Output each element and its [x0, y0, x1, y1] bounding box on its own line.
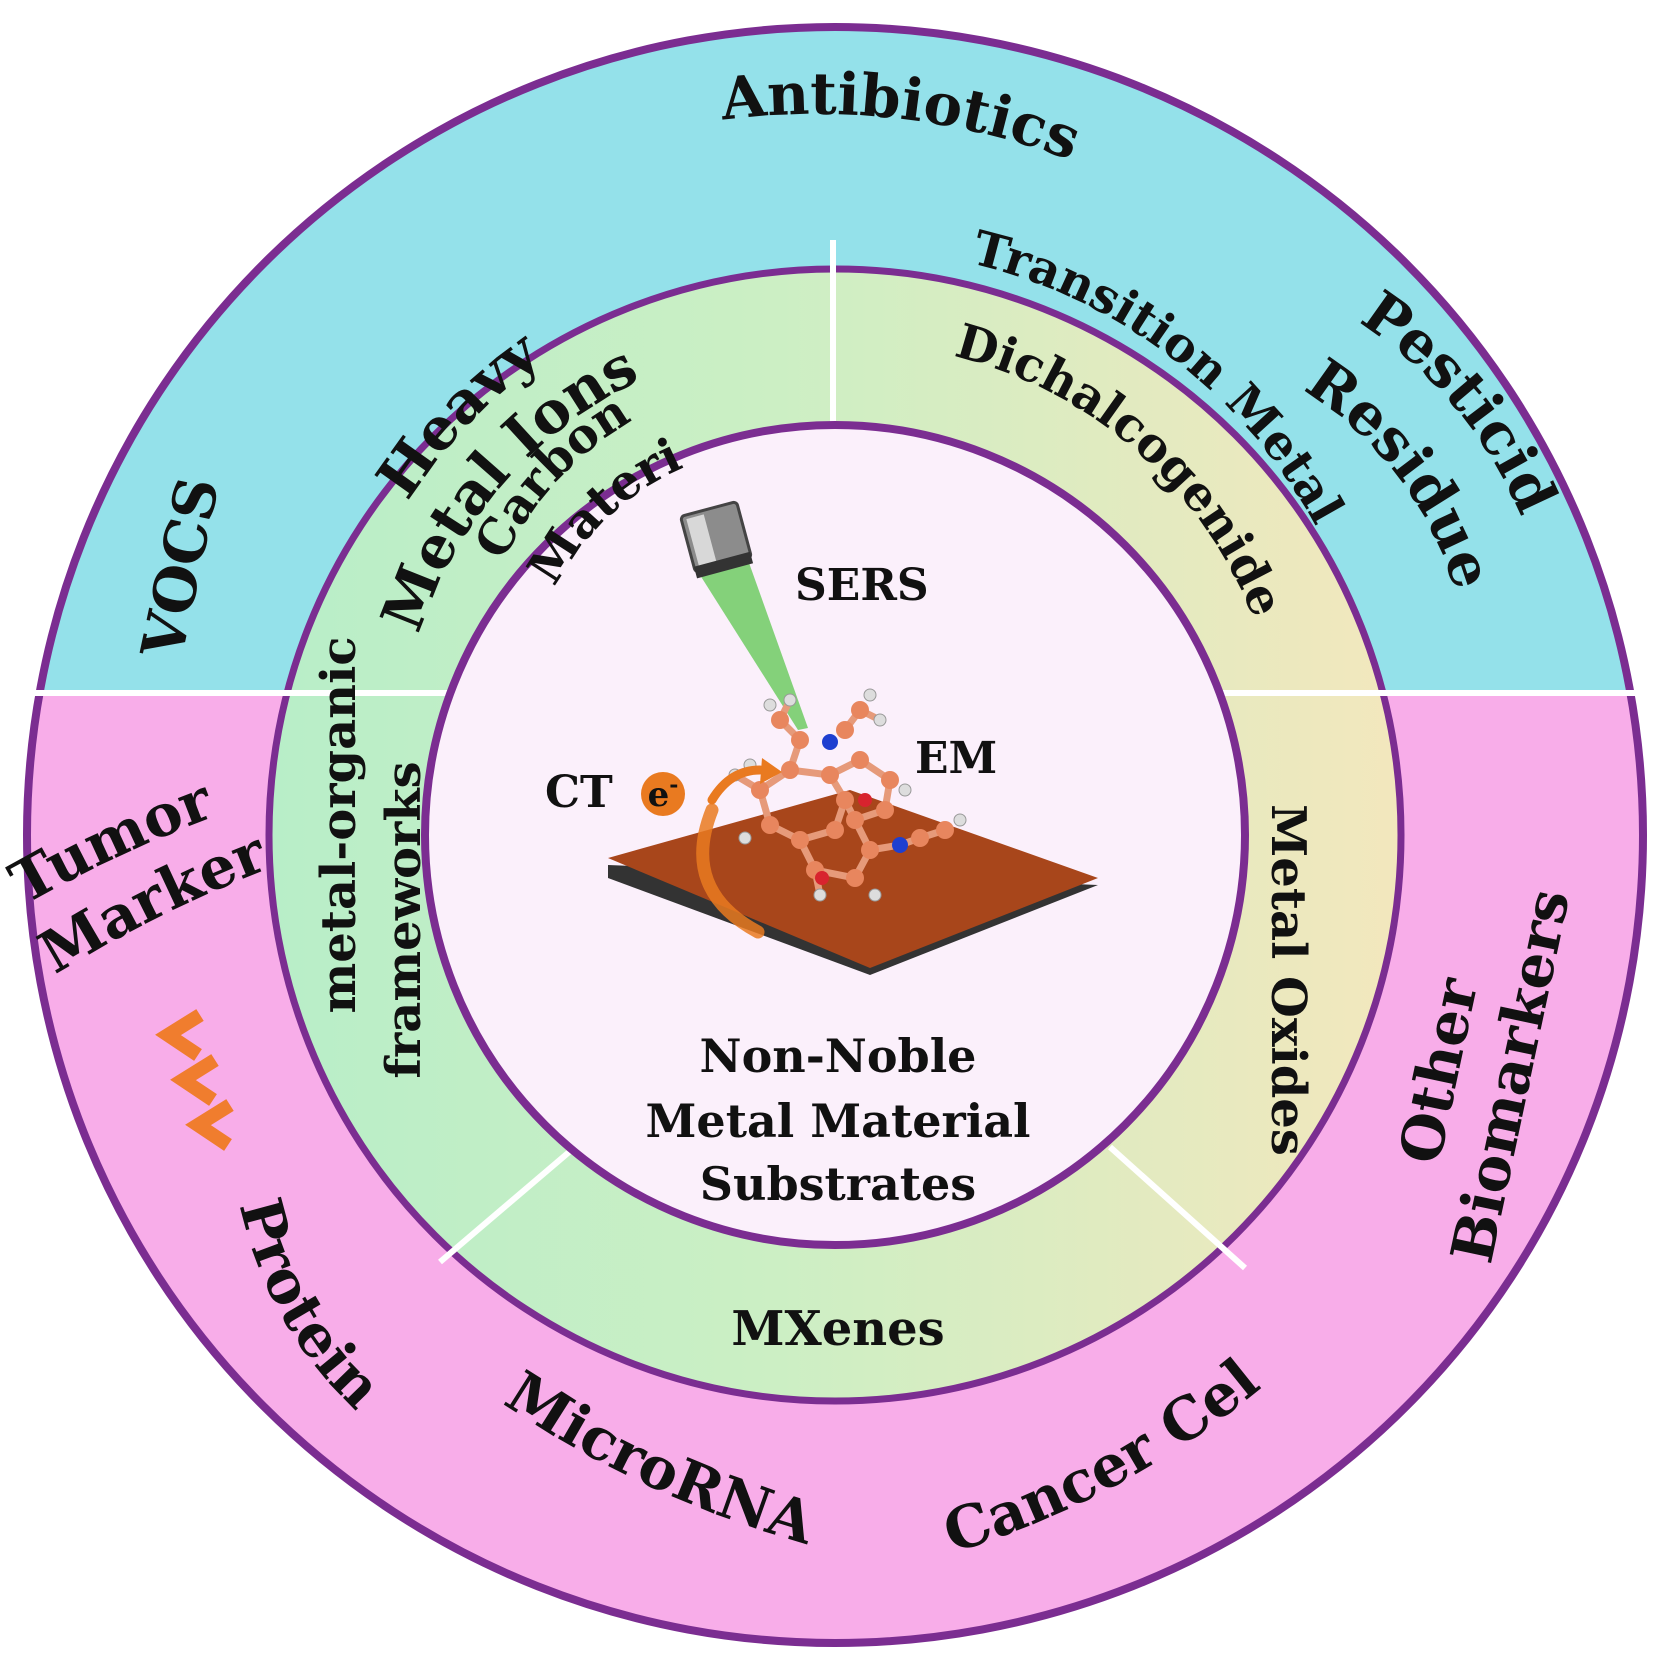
center-title-line-3: Substrates — [700, 1157, 976, 1211]
mxenes-label: MXenes — [731, 1301, 944, 1357]
center-title-line-2: Metal Material — [646, 1094, 1031, 1148]
center-border — [421, 421, 1249, 1249]
electron-label: e- — [648, 772, 679, 815]
triple-chevron-left-icon — [155, 1009, 234, 1151]
metal-oxides-label: Metal Oxides — [1260, 804, 1316, 1156]
outer-border — [23, 23, 1647, 1647]
laser-beam — [700, 560, 808, 730]
em-label: EM — [915, 733, 997, 784]
frameworks-label: frameworks — [376, 761, 432, 1078]
electron-icon: e- — [641, 772, 685, 816]
sers-label: SERS — [795, 560, 929, 611]
metal-organic-label: metal-organic — [311, 636, 367, 1013]
divider-bottom-right — [1107, 1144, 1248, 1271]
laser-head-highlight — [686, 514, 717, 568]
center-title-line-1: Non-Noble — [700, 1029, 977, 1083]
ct-label: CT — [545, 767, 613, 818]
laser-probe-icon — [679, 500, 808, 730]
charge-transfer-arrow-icon — [696, 758, 782, 939]
laser-head-tip — [693, 551, 754, 579]
divider-bottom-left — [438, 1144, 577, 1265]
